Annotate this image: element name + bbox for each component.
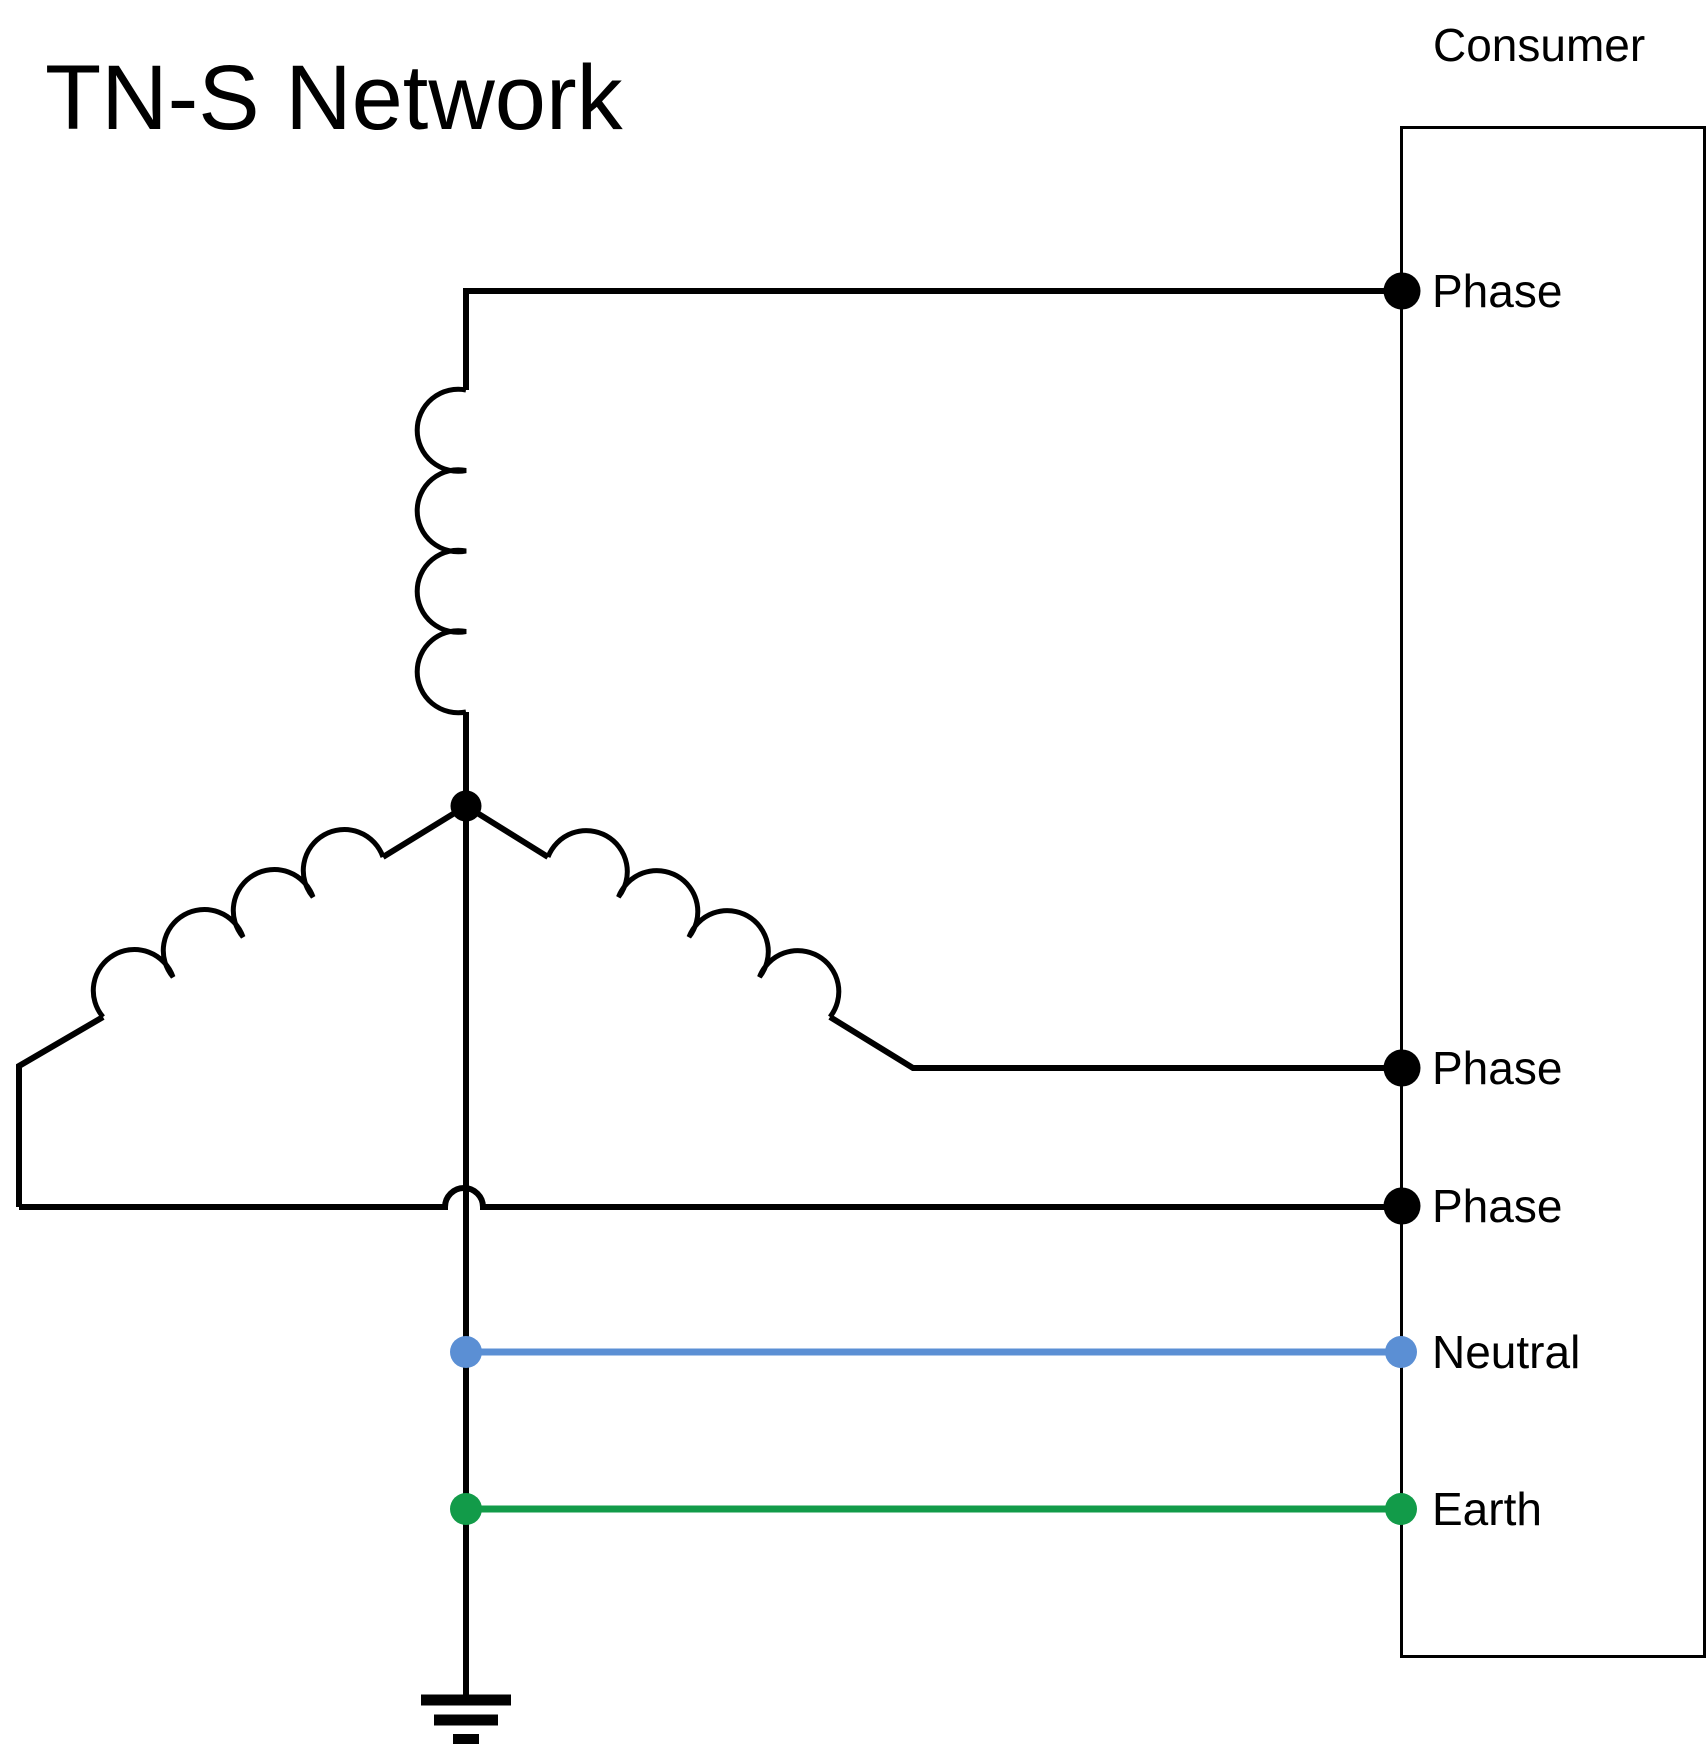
earth-dots: [450, 1493, 1417, 1525]
phase-bottom-terminal-dot: [1383, 1187, 1421, 1225]
top-phase-wire: [463, 288, 1402, 390]
earth-source-dot: [450, 1493, 482, 1525]
earth-ground-icon: [421, 1694, 511, 1744]
neutral-source-dot: [450, 1336, 482, 1368]
star-to-left-winding-wire: [381, 803, 468, 860]
neutral-terminal-dot: [1385, 1336, 1417, 1368]
phase-middle-label: Phase: [1432, 1042, 1563, 1094]
middle-phase-wire: [828, 1014, 1402, 1071]
page-title: TN-S Network: [45, 47, 623, 149]
consumer-box-label: Consumer: [1433, 19, 1646, 71]
bottom-phase-wire: [19, 1185, 1402, 1210]
consumer-box: [1400, 126, 1706, 1658]
transformer-winding-left-icon: [90, 827, 386, 1019]
neutral-dots: [450, 1336, 1417, 1368]
star-to-right-winding-wire: [464, 803, 550, 860]
transformer-winding-right-icon: [545, 828, 842, 1019]
black-dots: [450, 272, 1421, 1225]
star-point-junction-dot: [450, 790, 482, 822]
transformer-winding-top-icon: [414, 386, 467, 716]
phase-bottom-label: Phase: [1432, 1180, 1563, 1232]
earth-label: Earth: [1432, 1483, 1542, 1535]
black-wires: [16, 288, 1402, 1744]
left-winding-tail-wire: [16, 1014, 105, 1207]
phase-middle-terminal-dot: [1383, 1049, 1421, 1087]
phase-top-label: Phase: [1432, 265, 1563, 317]
phase-top-terminal-dot: [1383, 272, 1421, 310]
earth-terminal-dot: [1385, 1493, 1417, 1525]
neutral-label: Neutral: [1432, 1326, 1581, 1378]
